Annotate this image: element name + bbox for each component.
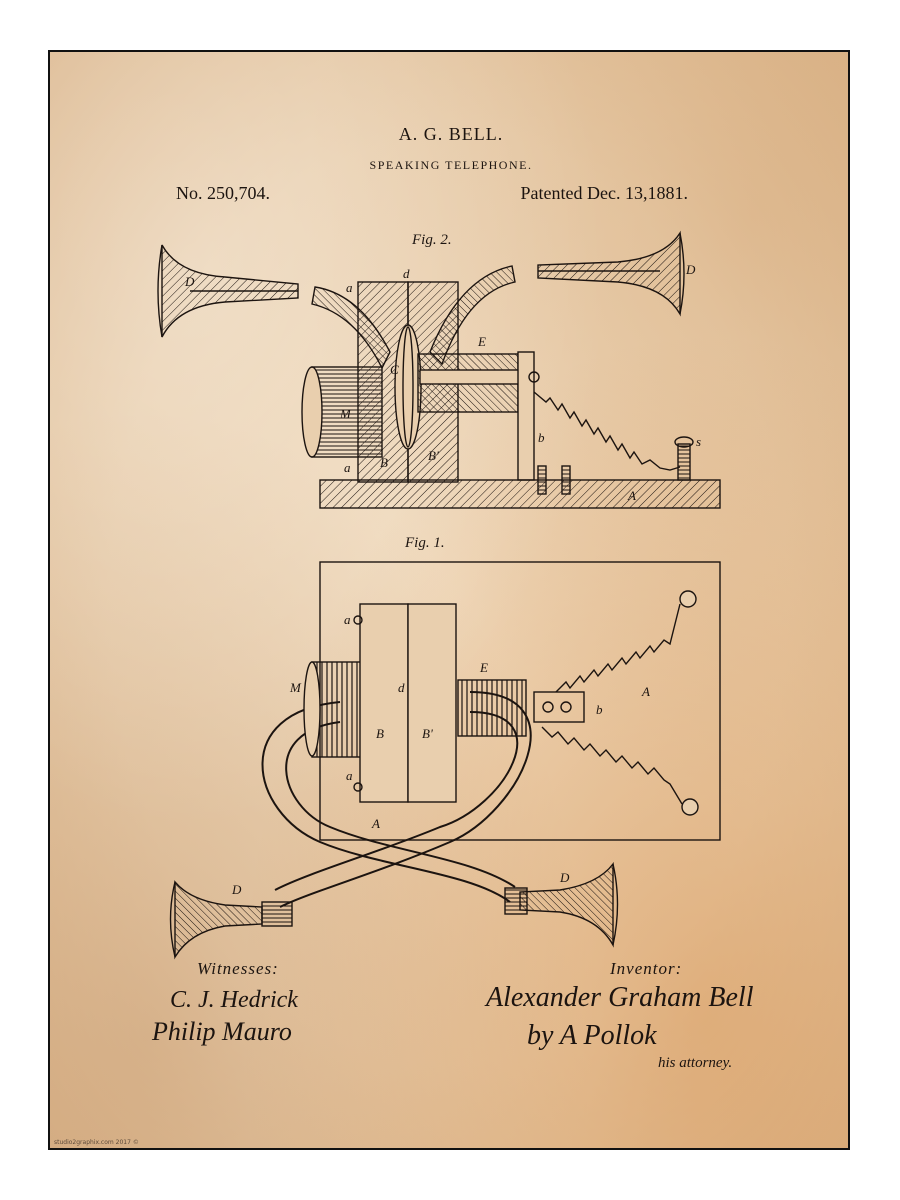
fig1-label-M: M: [289, 680, 302, 695]
fig1-label-d: d: [398, 680, 405, 695]
fig1-label-E: E: [479, 660, 488, 675]
fig1-coil-E: [457, 679, 527, 737]
patent-print-frame: A. G. BELL. SPEAKING TELEPHONE. No. 250,…: [48, 50, 850, 1150]
fig1-right-horn: [504, 861, 619, 948]
fig2-label-a-top: a: [346, 280, 353, 295]
fig1-label-B-prime: B': [422, 726, 433, 741]
fig1-label-A-right: A: [641, 684, 650, 699]
patent-date: Patented Dec. 13,1881.: [520, 183, 688, 203]
patent-number: No. 250,704.: [176, 183, 270, 203]
fig1-label-D-left: D: [231, 882, 242, 897]
witness-2-signature: Philip Mauro: [152, 1017, 292, 1046]
fig1-label-a-bottom: a: [346, 768, 353, 783]
fig2-label-C: C: [390, 362, 399, 377]
fig1-label-D-right: D: [559, 870, 570, 885]
inventor-signature: Alexander Graham Bell: [486, 982, 754, 1013]
attorney-caption: his attorney.: [658, 1055, 733, 1071]
witness-1-signature: C. J. Hedrick: [170, 987, 298, 1013]
fig2-label-E: E: [477, 334, 486, 349]
fig1-label-A-bottom: A: [371, 816, 380, 831]
fig1-label: Fig. 1.: [405, 535, 445, 551]
fig2-label-M: M: [339, 406, 352, 421]
fig2-label-D-left: D: [184, 274, 195, 289]
fig2-labels: a d D D E C M B B' a b s A: [184, 262, 701, 503]
fig1-block-B-prime: [407, 603, 457, 803]
fig2-label-B: B: [380, 455, 388, 470]
fig2-label: Fig. 2.: [412, 232, 452, 248]
fig2-label-b: b: [538, 430, 545, 445]
fig2-label-d: d: [403, 266, 410, 281]
fig2-right-horn: [537, 230, 685, 317]
fig2-label-A: A: [627, 488, 636, 503]
fig2-drawing: [157, 230, 721, 509]
fig1-labels: a M d E B B' A b a A D D: [231, 612, 650, 897]
patent-subtitle: SPEAKING TELEPHONE.: [369, 158, 533, 172]
copyright-credit: studio2graphix.com 2017 ©: [54, 1139, 139, 1146]
fig2-label-s: s: [696, 434, 701, 449]
attorney-signature: by A Pollok: [527, 1020, 657, 1051]
fig1-label-B: B: [376, 726, 384, 741]
patent-drawing: a d D D E C M B B' a b s A: [157, 230, 721, 960]
inventor-label: Inventor:: [610, 959, 683, 978]
fig1-left-horn: [169, 880, 293, 960]
fig2-label-D-right: D: [685, 262, 696, 277]
fig1-label-b: b: [596, 702, 603, 717]
fig2-label-a-bottom: a: [344, 460, 351, 475]
fig1-drawing: [169, 561, 721, 960]
patent-title: A. G. BELL.: [398, 124, 504, 144]
fig1-block-B: [359, 603, 409, 803]
fig1-label-a-top: a: [344, 612, 351, 627]
fig2-label-B-prime: B': [428, 448, 439, 463]
witnesses-label: Witnesses:: [197, 959, 279, 978]
fig2-left-horn: [157, 244, 299, 338]
